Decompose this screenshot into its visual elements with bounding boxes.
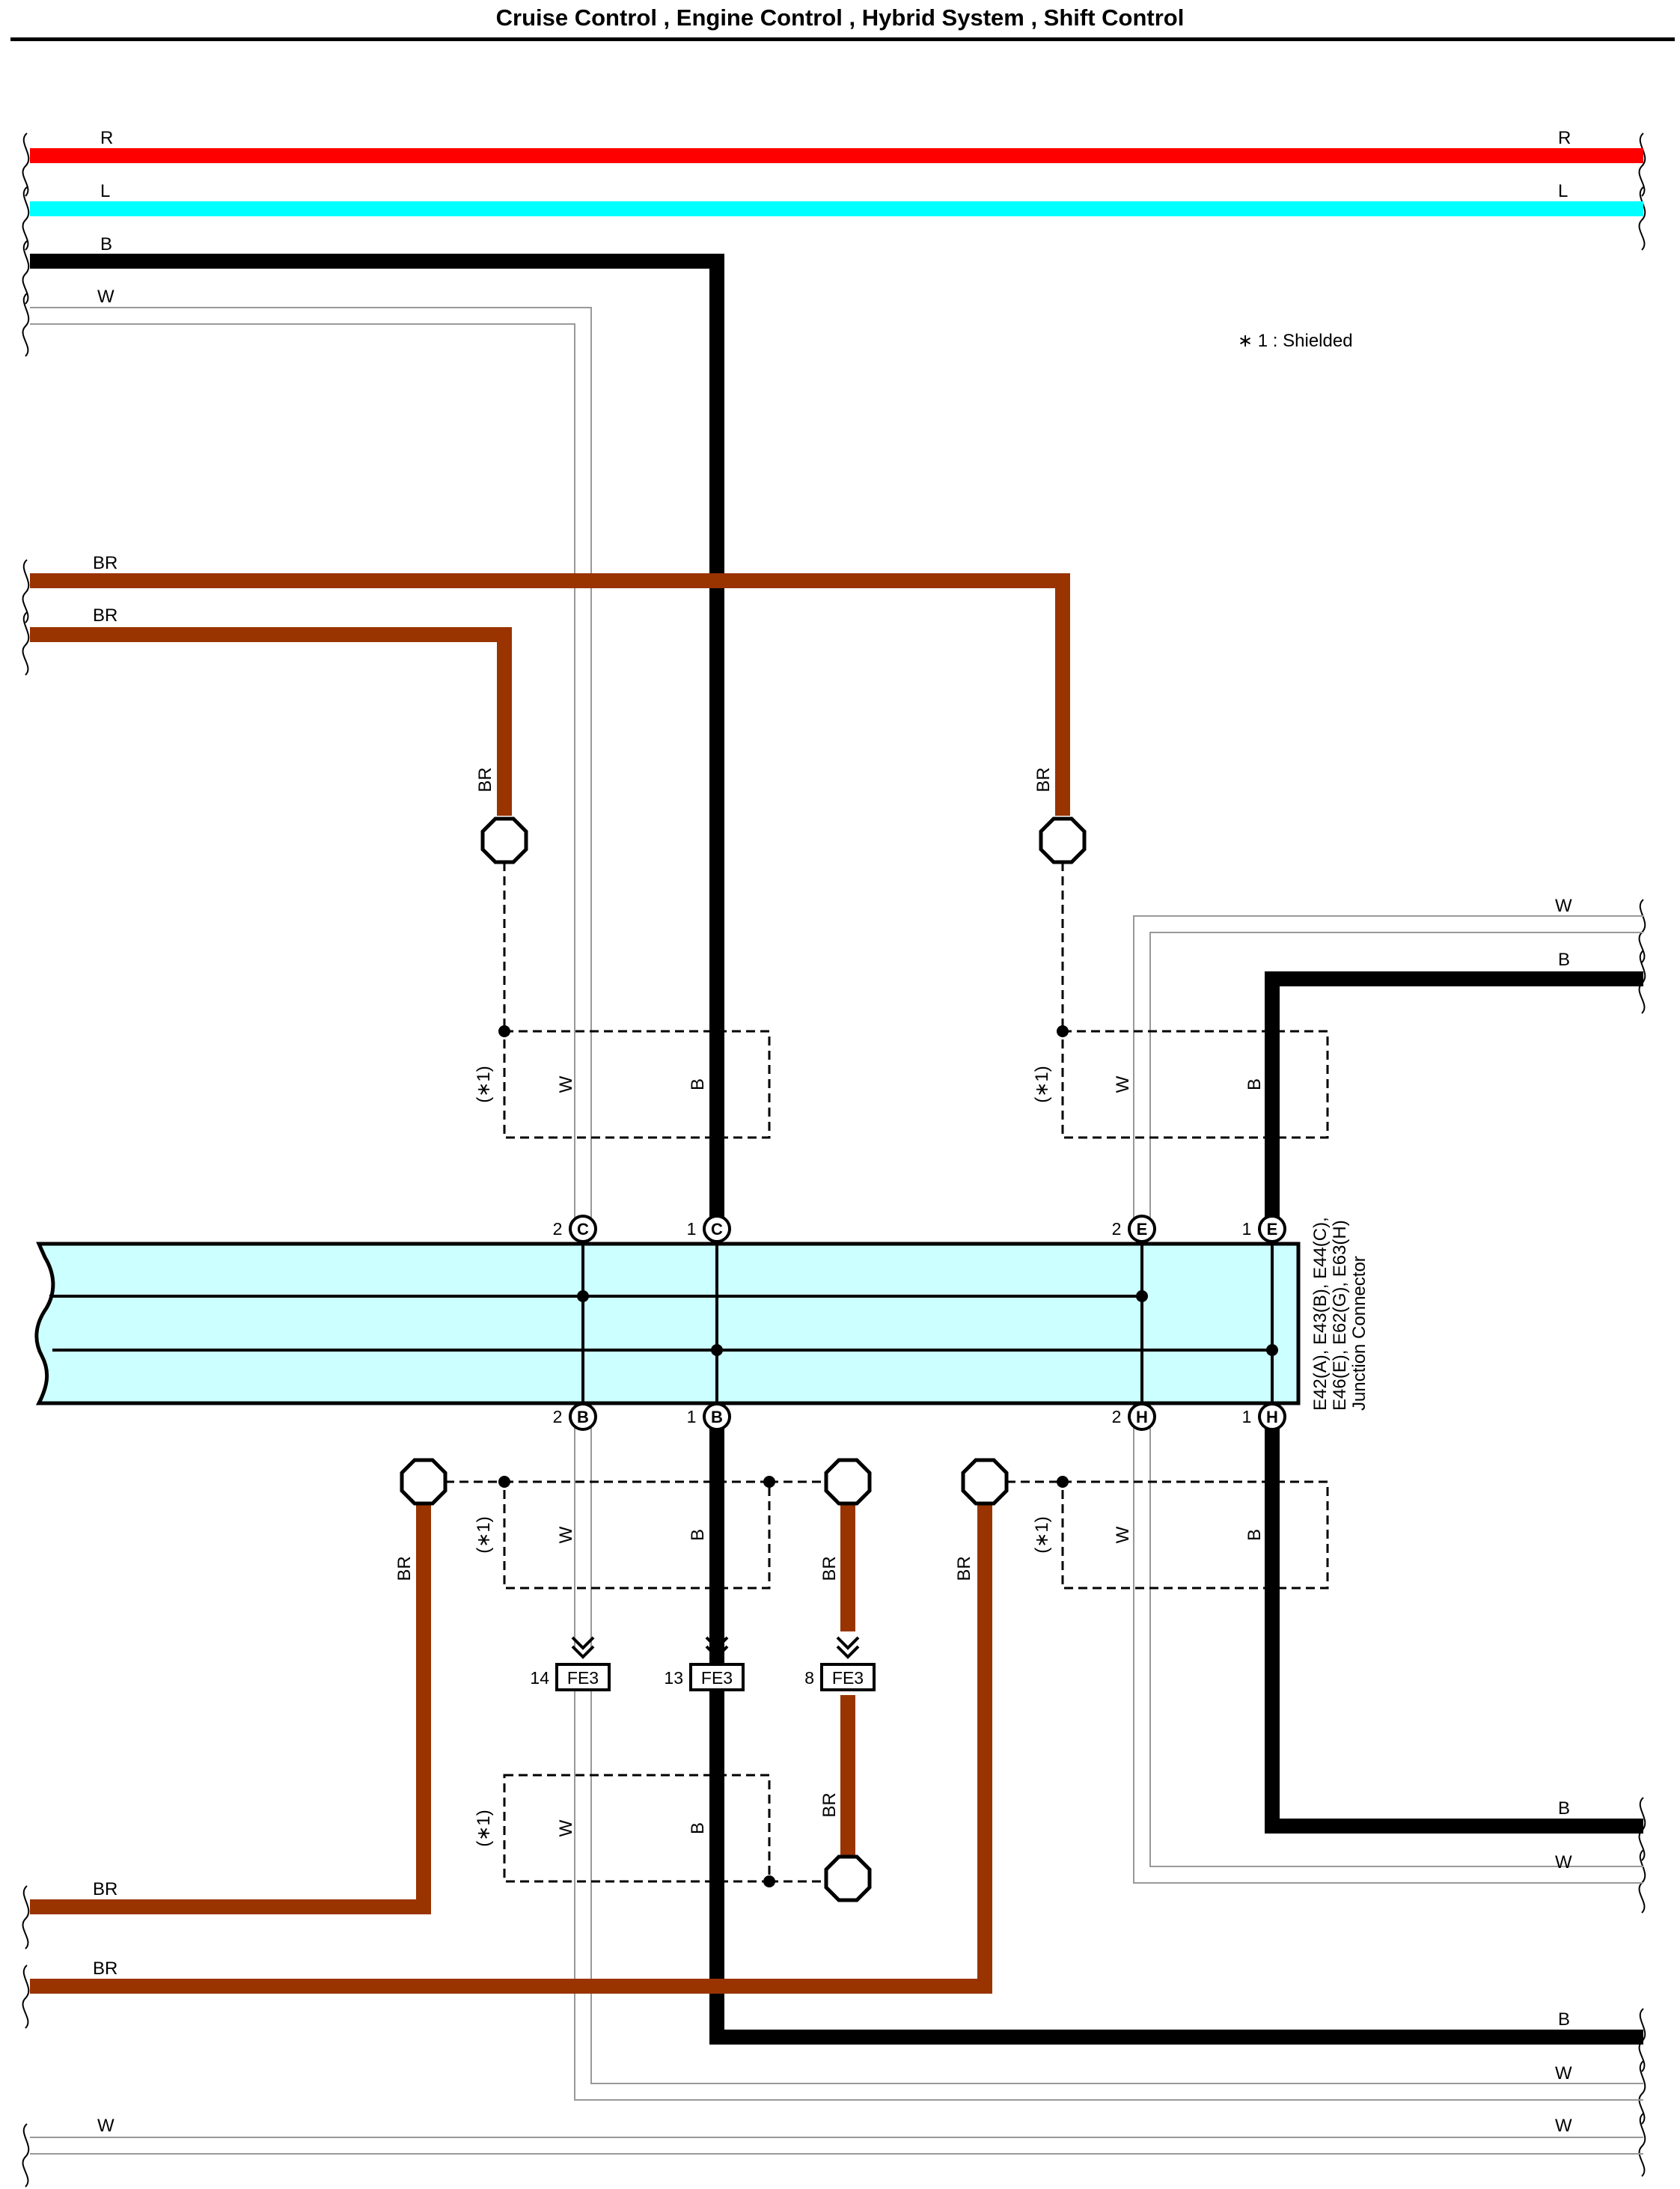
pin-number-e1: 1	[1242, 1219, 1252, 1239]
shield-4-mark: (∗1)	[1032, 1516, 1052, 1553]
br-wires	[30, 573, 1070, 1994]
pin-number-e2: 2	[1112, 1219, 1122, 1239]
b-wires	[30, 254, 1643, 2045]
junction-connector-label: E42(A), E43(B), E44(C), E46(E), E62(G), …	[1310, 1217, 1369, 1411]
junction-connector-body	[34, 1242, 1301, 1405]
fe3-pin-8: 8	[804, 1668, 814, 1688]
label-b-right-1: B	[1558, 950, 1570, 970]
shield-1-w: W	[556, 1075, 576, 1093]
fe3-boxes	[555, 1663, 876, 1691]
pin-letter-b1: B	[711, 1408, 723, 1426]
ground-point-lower-3	[961, 1458, 1009, 1506]
label-br-left-2: BR	[93, 605, 117, 626]
pin-number-h1: 1	[1242, 1407, 1252, 1426]
fe3-label-1: FE3	[567, 1668, 599, 1688]
left-break-marks	[22, 132, 30, 2188]
pin-number-h2: 2	[1112, 1407, 1122, 1426]
ground-point-lower-4	[824, 1854, 872, 1902]
pin-letter-b2: B	[577, 1408, 589, 1426]
ground-point-lower-1	[400, 1458, 448, 1506]
ground-point-upper-left	[480, 816, 528, 864]
pin-letter-c2: C	[577, 1220, 589, 1239]
label-br-left-4: BR	[93, 1959, 117, 1979]
ground-points	[400, 816, 1087, 1902]
shield-2-w: W	[1113, 1075, 1133, 1093]
label-r-right: R	[1558, 128, 1571, 148]
label-br-vert-1: BR	[475, 767, 495, 792]
shield-4-w: W	[1113, 1526, 1133, 1543]
label-w-right-3: W	[1555, 2063, 1572, 2083]
pin-circles	[569, 1215, 1286, 1431]
label-br-vert-5: BR	[954, 1556, 974, 1581]
shield-2-b: B	[1244, 1078, 1265, 1090]
pin-letter-e2: E	[1137, 1220, 1148, 1239]
junction-codes-line2: E46(E), E62(G), E63(H)	[1330, 1220, 1350, 1411]
label-br-vert-4: BR	[819, 1556, 840, 1581]
shield-note: ∗ 1 : Shielded	[1238, 331, 1353, 351]
shield-3-mark: (∗1)	[474, 1516, 494, 1553]
label-br-vert-3: BR	[394, 1556, 415, 1581]
junction-name: Junction Connector	[1349, 1256, 1369, 1411]
w-wires	[30, 307, 1643, 2155]
shield-5-b: B	[688, 1822, 708, 1834]
junction-bus-lines	[49, 1244, 1274, 1403]
label-w-bottom-right: W	[1555, 2116, 1572, 2136]
junction-splice-dots	[577, 1290, 1278, 1356]
shield-boxes	[445, 862, 1329, 1883]
pin-letter-h1: H	[1266, 1408, 1278, 1426]
label-l-left: L	[100, 181, 110, 201]
right-break-marks	[1638, 132, 1646, 2177]
ground-point-lower-2	[824, 1458, 872, 1506]
shield-2-mark: (∗1)	[1032, 1066, 1052, 1102]
shield-5-w: W	[556, 1819, 576, 1837]
fe3-label-2: FE3	[701, 1668, 733, 1688]
shield-drain-dots	[498, 1025, 1069, 1887]
ground-point-upper-right	[1039, 816, 1087, 864]
pin-letter-h2: H	[1136, 1408, 1148, 1426]
shield-4-b: B	[1244, 1529, 1265, 1541]
label-l-right: L	[1558, 181, 1568, 201]
label-w-right-1: W	[1555, 896, 1572, 916]
fe3-arrows	[571, 1636, 860, 1659]
pin-number-b1: 1	[687, 1407, 697, 1426]
label-r-left: R	[100, 128, 113, 148]
fe3-pin-14: 14	[530, 1668, 549, 1688]
label-w-bottom-left: W	[97, 2116, 114, 2136]
label-br-vert-6: BR	[819, 1792, 840, 1817]
page-title: Cruise Control , Engine Control , Hybrid…	[495, 4, 1185, 31]
fe3-pin-13: 13	[664, 1668, 683, 1688]
pin-number-b2: 2	[553, 1407, 563, 1426]
label-b-top-left: B	[100, 234, 112, 254]
shield-5-mark: (∗1)	[474, 1810, 494, 1846]
junction-codes-line1: E42(A), E43(B), E44(C),	[1310, 1217, 1331, 1411]
pin-number-c1: 1	[687, 1219, 697, 1239]
pin-letter-e1: E	[1267, 1220, 1278, 1239]
shield-1-b: B	[688, 1078, 708, 1090]
pin-number-c2: 2	[553, 1219, 563, 1239]
shield-3-w: W	[556, 1526, 576, 1543]
label-w-top-left: W	[97, 287, 114, 307]
title-rule	[10, 37, 1675, 41]
pin-letter-c1: C	[711, 1220, 723, 1239]
shield-1-mark: (∗1)	[474, 1066, 494, 1102]
label-w-right-2: W	[1555, 1852, 1572, 1872]
label-b-right-3: B	[1558, 2009, 1570, 2030]
label-b-right-2: B	[1558, 1798, 1570, 1819]
label-br-vert-2: BR	[1033, 767, 1054, 792]
fe3-label-3: FE3	[832, 1668, 864, 1688]
label-br-left-3: BR	[93, 1879, 117, 1899]
shield-3-b: B	[688, 1529, 708, 1541]
label-br-left-1: BR	[93, 553, 117, 573]
